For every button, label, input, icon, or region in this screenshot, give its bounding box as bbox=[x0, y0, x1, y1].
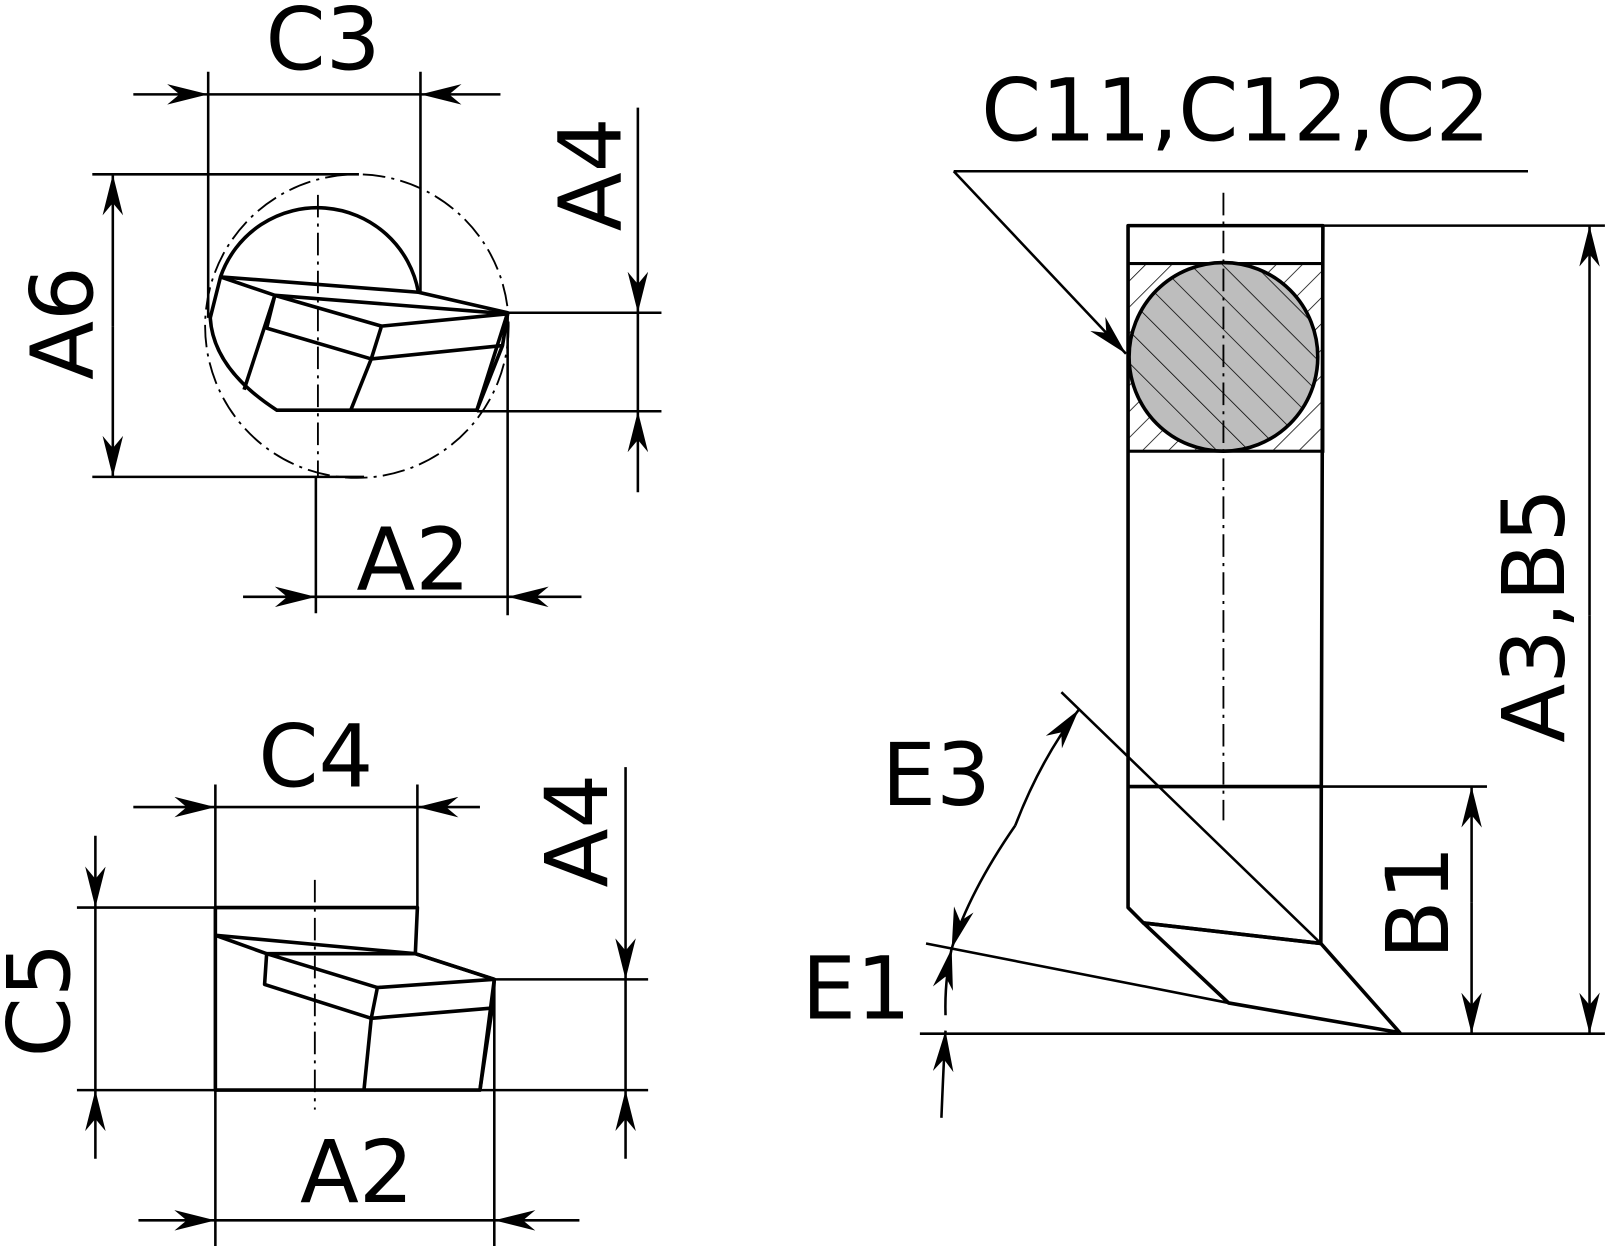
dim-label-c3: C3 bbox=[266, 0, 381, 91]
insert bbox=[264, 293, 510, 361]
dim-label-a2-bottom: A2 bbox=[300, 1123, 414, 1223]
top-view: C3 A6 A4 A2 bbox=[13, 0, 662, 616]
dim-label-e1: E1 bbox=[802, 939, 911, 1039]
dim-label-a4-top: A4 bbox=[541, 117, 641, 231]
dim-label-a2-top: A2 bbox=[356, 511, 470, 611]
insert bbox=[1141, 921, 1402, 1035]
dim-label-a3-b5: A3,B5 bbox=[1485, 488, 1585, 743]
tool-body bbox=[208, 205, 510, 412]
bottom-view: C4 C5 A4 A2 bbox=[0, 708, 649, 1246]
reference-circle bbox=[204, 173, 510, 479]
dim-label-b1: B1 bbox=[1369, 845, 1469, 959]
tool-body bbox=[213, 905, 497, 1092]
dim-label-c4: C4 bbox=[258, 708, 373, 808]
side-view: C11,C12,C2 A3,B5 B1 E3 E1 bbox=[802, 61, 1605, 1118]
dim-label-a4-bottom: A4 bbox=[528, 774, 628, 888]
dim-label-c5: C5 bbox=[0, 942, 91, 1057]
dim-label-c11-c12-c2: C11,C12,C2 bbox=[981, 61, 1490, 161]
dim-label-e3: E3 bbox=[882, 726, 991, 826]
dim-label-a6: A6 bbox=[13, 266, 113, 380]
